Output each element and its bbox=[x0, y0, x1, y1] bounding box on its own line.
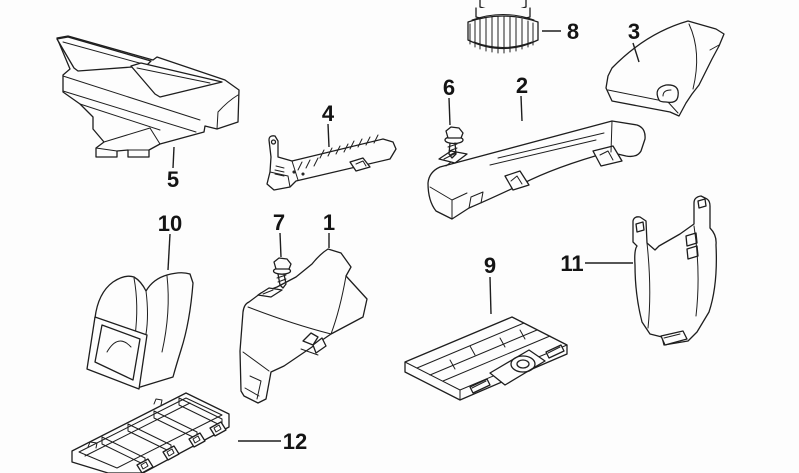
part-8-drawing bbox=[467, 0, 539, 54]
callout-12[interactable]: 12 bbox=[283, 429, 307, 454]
callout-2[interactable]: 2 bbox=[516, 73, 528, 98]
leader-lines bbox=[167, 30, 640, 442]
part-10-drawing bbox=[86, 272, 194, 390]
part-1-drawing bbox=[239, 248, 368, 404]
leader-6 bbox=[448, 97, 451, 126]
callout-5[interactable]: 5 bbox=[167, 167, 179, 192]
leader-9 bbox=[489, 276, 492, 315]
part-9-drawing bbox=[404, 316, 568, 401]
callout-9[interactable]: 9 bbox=[484, 253, 496, 278]
leader-4 bbox=[327, 123, 330, 148]
leader-7 bbox=[279, 232, 282, 258]
part-11-drawing bbox=[632, 195, 717, 346]
callout-6[interactable]: 6 bbox=[443, 75, 455, 100]
callout-11[interactable]: 11 bbox=[560, 251, 583, 276]
callout-4[interactable]: 4 bbox=[322, 101, 335, 126]
callout-10[interactable]: 10 bbox=[158, 211, 182, 236]
callout-7[interactable]: 7 bbox=[273, 210, 285, 235]
callout-3[interactable]: 3 bbox=[628, 19, 640, 44]
callout-1[interactable]: 1 bbox=[323, 210, 335, 235]
leader-10 bbox=[167, 233, 171, 271]
part-6-drawing bbox=[444, 126, 464, 159]
part-7-drawing bbox=[272, 257, 292, 289]
part-3-drawing bbox=[605, 20, 725, 117]
leader-5 bbox=[172, 146, 175, 169]
leader-2 bbox=[520, 95, 523, 122]
callout-8[interactable]: 8 bbox=[567, 19, 579, 44]
part-4-drawing bbox=[266, 134, 397, 191]
leader-3 bbox=[632, 42, 640, 63]
part-5-drawing bbox=[56, 35, 240, 158]
callout-labels: 1 2 3 4 5 6 7 8 9 10 11 12 bbox=[158, 19, 640, 454]
part-12-drawing bbox=[71, 392, 230, 473]
